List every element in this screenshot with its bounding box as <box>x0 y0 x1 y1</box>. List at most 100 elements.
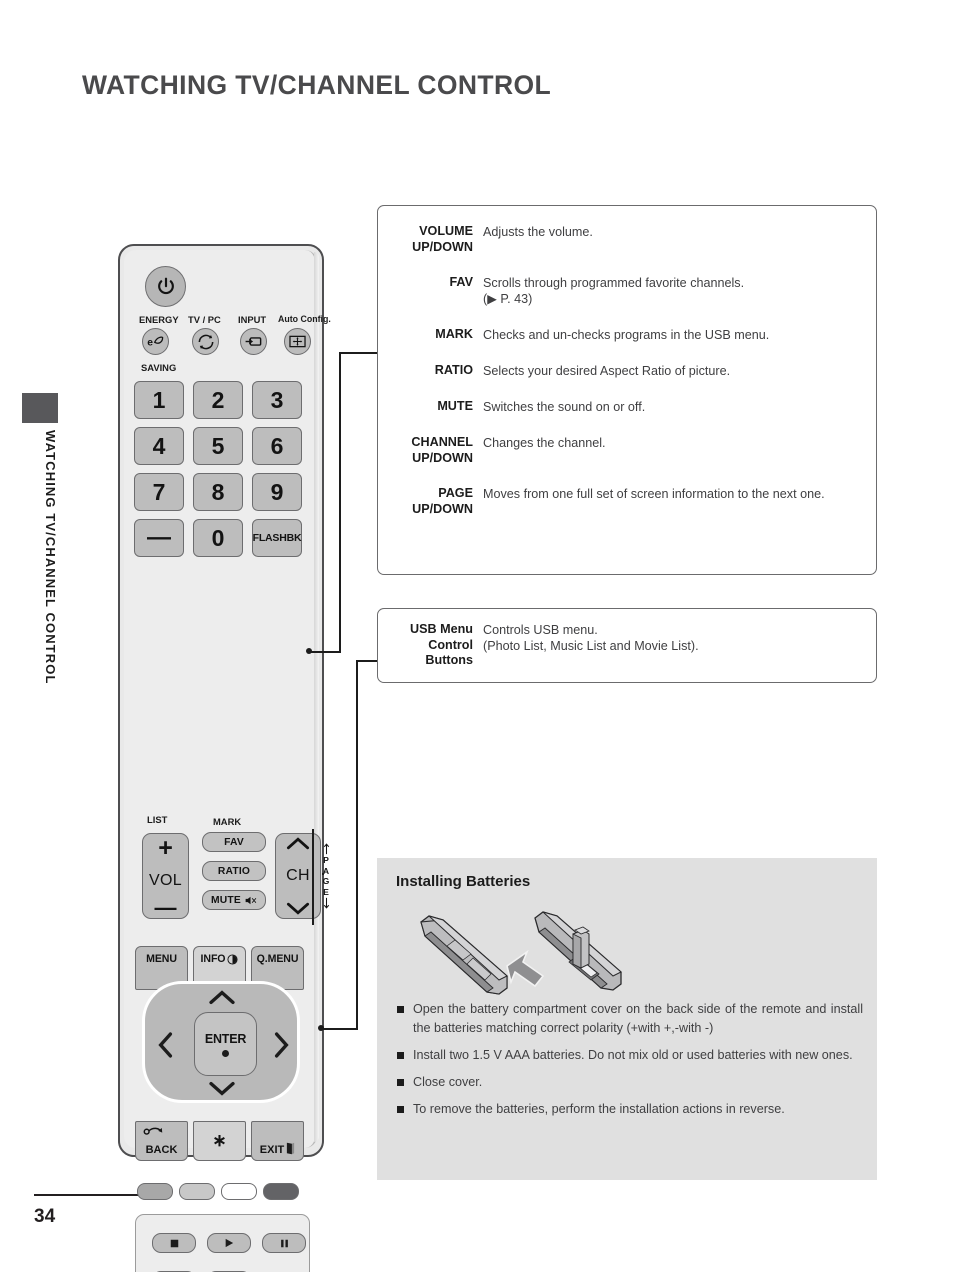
volume-label: VOL <box>149 872 182 889</box>
table-row: FAV Scrolls through programmed favorite … <box>378 275 876 307</box>
stop-icon <box>170 1239 178 1247</box>
page-number: 34 <box>34 1206 56 1227</box>
stop-button[interactable] <box>152 1233 196 1253</box>
page-letter-g: G <box>322 876 330 886</box>
connector-usb-vertical <box>356 660 358 1030</box>
color-button-green[interactable] <box>179 1183 215 1200</box>
key-dash[interactable]: — <box>134 519 184 557</box>
key-1[interactable]: 1 <box>134 381 184 419</box>
row-spacer <box>378 343 876 363</box>
input-label: INPUT <box>238 314 267 325</box>
volume-rocker[interactable]: + VOL — <box>142 833 189 919</box>
input-arrow-icon <box>245 337 262 346</box>
channel-rocker[interactable]: CH <box>275 833 321 919</box>
navigation-dpad[interactable]: ENTER <box>142 981 300 1103</box>
connector-usb-bottom <box>321 1028 357 1030</box>
key-3[interactable]: 3 <box>252 381 302 419</box>
exit-button[interactable]: EXIT <box>251 1121 304 1161</box>
installing-batteries-panel: Installing Batteries <box>377 858 877 1180</box>
usb-menu-table: USB Menu Control Buttons Controls USB me… <box>378 622 876 669</box>
key-4[interactable]: 4 <box>134 427 184 465</box>
table-row: MUTE Switches the sound on or off. <box>378 399 876 415</box>
row-spacer <box>378 255 876 275</box>
bullet-icon <box>397 1079 404 1086</box>
row-key: USB Menu Control Buttons <box>410 622 473 667</box>
sidebar-chapter-label: WATCHING TV/CHANNEL CONTROL <box>22 430 58 760</box>
key-0[interactable]: 0 <box>193 519 243 557</box>
table-row: VOLUME UP/DOWN Adjusts the volume. <box>378 224 876 255</box>
sidebar-tab-block <box>22 393 58 423</box>
enter-button-label: ENTER <box>204 1031 247 1046</box>
table-row: MARK Checks and un-checks programs in th… <box>378 327 876 343</box>
bullet-icon <box>397 1106 404 1113</box>
page-letter-e: E <box>323 886 329 897</box>
mute-button-label: MUTE <box>211 894 241 906</box>
key-9[interactable]: 9 <box>252 473 302 511</box>
color-button-red[interactable] <box>137 1183 173 1200</box>
dpad-left-icon[interactable] <box>157 1030 174 1060</box>
star-button[interactable]: ∗ <box>193 1121 246 1161</box>
auto-config-button[interactable] <box>284 328 311 355</box>
page-title: WATCHING TV/CHANNEL CONTROL <box>82 70 552 100</box>
back-star-exit-row: BACK ∗ EXIT <box>135 1121 304 1161</box>
dpad-right-icon[interactable] <box>273 1030 290 1060</box>
play-button[interactable] <box>207 1233 251 1253</box>
input-button[interactable] <box>240 328 267 355</box>
page-letter-a: A <box>322 865 330 876</box>
arrow-down-icon <box>323 897 329 909</box>
conn-spacer <box>322 873 324 875</box>
ratio-button[interactable]: RATIO <box>202 861 266 881</box>
row-key: MARK <box>435 327 473 341</box>
key-6[interactable]: 6 <box>252 427 302 465</box>
row-value: Changes the channel. <box>483 436 606 450</box>
mute-button[interactable]: MUTE <box>202 890 266 910</box>
saving-label: SAVING <box>141 362 177 373</box>
power-button[interactable] <box>145 266 186 307</box>
row-value: Controls USB menu. (Photo List, Music Li… <box>483 623 699 653</box>
remote-functions-box: VOLUME UP/DOWN Adjusts the volume. FAV S… <box>377 205 877 575</box>
row-key: RATIO <box>434 363 473 377</box>
battery-installation-illustration <box>420 911 622 995</box>
enter-button[interactable]: ENTER <box>194 1012 257 1076</box>
row-key: CHANNEL UP/DOWN <box>411 435 473 465</box>
power-icon <box>157 277 174 294</box>
row-value: Moves from one full set of screen inform… <box>483 487 825 501</box>
dpad-down-icon[interactable] <box>207 1080 237 1097</box>
energy-saving-button[interactable]: e <box>142 328 169 355</box>
mark-label: MARK <box>213 816 242 827</box>
key-flashbk[interactable]: FLASHBK <box>252 519 302 557</box>
row-spacer <box>378 415 876 435</box>
page-strip: P A G E <box>317 831 335 921</box>
installing-batteries-title: Installing Batteries <box>396 873 531 890</box>
key-8[interactable]: 8 <box>193 473 243 511</box>
volume-down-label: — <box>154 895 177 920</box>
tv-pc-button[interactable] <box>192 328 219 355</box>
keypad-row: 1 2 3 <box>134 381 304 419</box>
row-value: Checks and un-checks programs in the USB… <box>483 328 770 342</box>
remote-with-battery-figure <box>534 911 622 991</box>
back-button[interactable]: BACK <box>135 1121 188 1161</box>
color-button-blue[interactable] <box>263 1183 299 1200</box>
circular-arrows-icon <box>198 334 213 349</box>
key-2[interactable]: 2 <box>193 381 243 419</box>
remote-side-shading <box>314 252 319 1142</box>
fav-button[interactable]: FAV <box>202 832 266 852</box>
pause-icon <box>280 1239 288 1247</box>
connector-main-vertical <box>339 352 341 653</box>
quick-menu-button[interactable]: Q.MENU <box>251 946 304 990</box>
row-spacer <box>378 307 876 327</box>
dpad-up-icon[interactable] <box>207 989 237 1006</box>
connector-usb-top <box>356 660 380 662</box>
usb-control-panel <box>135 1214 310 1272</box>
key-5[interactable]: 5 <box>193 427 243 465</box>
list-item-text: Open the battery compartment cover on th… <box>413 1002 863 1035</box>
table-row: PAGE UP/DOWN Moves from one full set of … <box>378 486 876 517</box>
color-button-yellow[interactable] <box>221 1183 257 1200</box>
remote-control-illustration: ENERGY SAVING TV / PC INPUT Auto Config.… <box>118 244 331 1272</box>
key-7[interactable]: 7 <box>134 473 184 511</box>
pause-button[interactable] <box>262 1233 306 1253</box>
connector-main-bottom <box>309 651 341 653</box>
battery-instructions-list: Open the battery compartment cover on th… <box>397 1000 863 1127</box>
page-bracket <box>312 829 314 925</box>
